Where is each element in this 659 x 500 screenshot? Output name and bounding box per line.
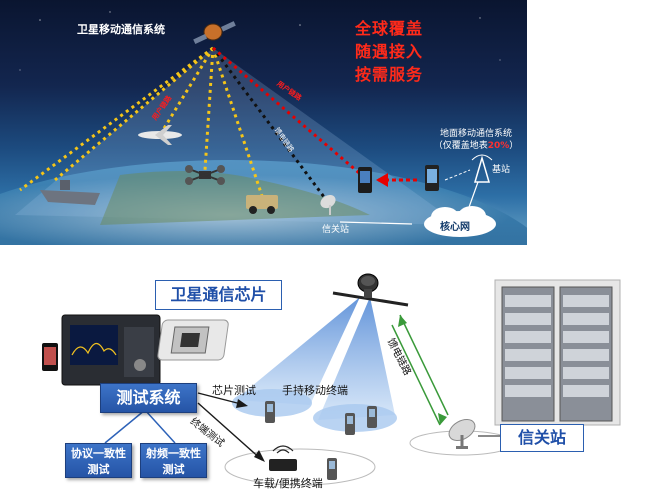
stars (19, 11, 501, 71)
satellite-chip-icon (157, 319, 229, 361)
bottom-illustration-graphics (42, 273, 621, 486)
base-to-core-line (467, 181, 479, 211)
user-links (19, 46, 267, 206)
ground-coverage-suffix: ） (509, 141, 519, 151)
portable-terminal-icon (269, 445, 297, 471)
satellite-phone-icon (358, 167, 372, 193)
ground-coverage-note: （仅覆盖地表20%） (426, 138, 526, 151)
ground-link-arrow (376, 173, 388, 187)
handheld-terminal-label: 手持移动终端 (282, 384, 348, 397)
handheld-terminal-icon-4 (327, 458, 337, 480)
gateway-label-top: 信关站 (322, 225, 350, 235)
vehicle-area-ellipse (224, 448, 376, 486)
slogan-global-coverage: 全球覆盖 (355, 19, 424, 38)
slogan-block: 全球覆盖 随遇接入 按需服务 (355, 17, 423, 86)
core-to-gateway-line (339, 221, 413, 225)
feeder-uplink-line (399, 314, 449, 416)
feeder-link-line (211, 47, 332, 206)
vehicle-icon (246, 195, 278, 214)
ground-coverage-prefix: （仅覆盖地表 (433, 141, 488, 151)
handheld-terminal-icon-3 (367, 406, 377, 428)
spectrum-analyzer-icon (61, 314, 161, 386)
beam-right (318, 297, 395, 420)
aircraft-carrier-icon (40, 180, 100, 205)
slogan-access-anywhere: 随遇接入 (355, 42, 424, 61)
terminal-test-arrow (197, 402, 263, 461)
landmass (100, 171, 370, 225)
chip-title: 卫星通信芯片 (155, 280, 282, 310)
handheld-terminal-icon-1 (265, 401, 275, 423)
red-user-link-line (212, 46, 366, 180)
gateway-dish-icon-bottom (448, 419, 476, 449)
core-network-cloud-icon (424, 206, 496, 237)
rf-test-box: 射频一致性测试 (140, 443, 207, 478)
gateway-title: 信关站 (500, 424, 584, 452)
satellite-icon (193, 21, 236, 45)
base-station-label: 基站 (492, 165, 511, 175)
satellite-system-illustration: 卫星移动通信系统 全球覆盖 随遇接入 按需服务 地面移动通信系统 （仅覆盖地表2… (0, 0, 527, 245)
satellite-icon-bottom (332, 273, 409, 307)
handheld-terminal-icon-2 (345, 413, 355, 435)
ground-phone-icon (425, 165, 439, 191)
drone-icon (185, 165, 225, 185)
airplane-icon (138, 125, 182, 145)
smartphone-icon (42, 343, 58, 371)
vehicle-terminal-label: 车载/便携终端 (253, 477, 323, 490)
top-illustration-graphics (0, 11, 527, 245)
ground-coverage-value: 20% (487, 141, 510, 151)
beam-left (235, 297, 360, 405)
equipment-rack-photo (494, 279, 621, 426)
chip-test-label: 芯片测试 (212, 384, 256, 397)
ground-system-title: 地面移动通信系统 (439, 129, 512, 139)
base-station-icon (471, 154, 493, 183)
satellite-system-title: 卫星移动通信系统 (77, 23, 165, 36)
feeder-downlink-line (391, 324, 441, 426)
slogan-on-demand: 按需服务 (355, 65, 424, 84)
protocol-test-box: 协议一致性测试 (65, 443, 132, 478)
test-system-box: 测试系统 (100, 383, 197, 413)
gateway-dish-icon (320, 194, 336, 215)
core-network-label: 核心网 (440, 222, 470, 233)
